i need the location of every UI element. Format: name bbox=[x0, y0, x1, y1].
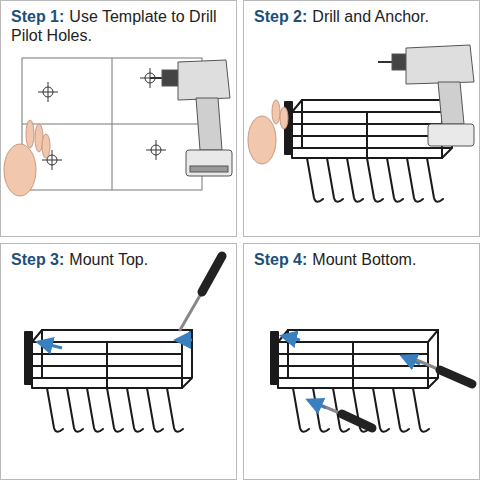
direction-arrow bbox=[282, 336, 420, 408]
step-panel: Step 1:Use Template to Drill Pilot Holes… bbox=[0, 0, 237, 237]
step-instruction: Mount Bottom. bbox=[312, 251, 416, 268]
step-panel: Step 3: Mount Top. bbox=[0, 243, 237, 480]
step-heading: Step 4: Mount Bottom. bbox=[244, 244, 479, 270]
tool-rack bbox=[271, 330, 438, 432]
step-instruction: Mount Top. bbox=[69, 251, 148, 268]
template-sheet bbox=[22, 58, 202, 190]
direction-arrow bbox=[38, 340, 192, 348]
step-number: Step 2: bbox=[254, 8, 307, 25]
hand bbox=[4, 120, 50, 196]
screwdriver bbox=[318, 358, 472, 428]
step-panel: Step 4: Mount Bottom. bbox=[243, 243, 480, 480]
step-heading: Step 1:Use Template to Drill Pilot Holes… bbox=[1, 1, 236, 46]
power-drill bbox=[378, 45, 474, 146]
tool-rack bbox=[285, 100, 452, 202]
hand bbox=[248, 100, 288, 164]
step-number: Step 4: bbox=[254, 251, 307, 268]
step-instruction: Drill and Anchor. bbox=[312, 8, 429, 25]
screwdriver bbox=[180, 256, 222, 330]
power-drill bbox=[150, 60, 232, 176]
step-heading: Step 2: Drill and Anchor. bbox=[244, 1, 479, 27]
step-heading: Step 3: Mount Top. bbox=[1, 244, 236, 270]
step-number: Step 3: bbox=[11, 251, 64, 268]
tool-rack bbox=[25, 330, 192, 432]
step-number: Step 1: bbox=[11, 8, 64, 25]
step-panel: Step 2: Drill and Anchor. bbox=[243, 0, 480, 237]
